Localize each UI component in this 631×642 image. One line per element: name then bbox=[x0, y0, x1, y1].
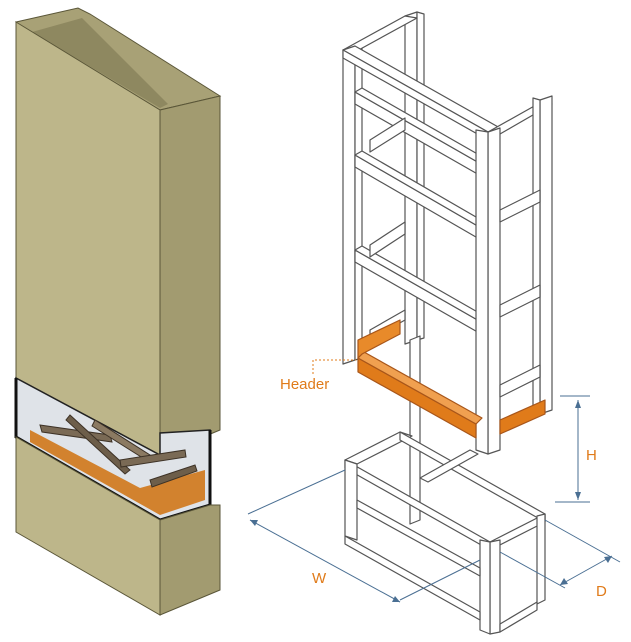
header-label: Header bbox=[280, 376, 330, 393]
base-mid-rail bbox=[419, 449, 479, 483]
base-post-front bbox=[489, 539, 501, 635]
stud-front-left-side bbox=[475, 129, 489, 455]
base-post-front-left bbox=[344, 459, 358, 541]
base-bottom-right bbox=[499, 601, 538, 633]
header-beam-left bbox=[357, 319, 401, 359]
stud-back-center bbox=[409, 335, 421, 525]
base-post-right bbox=[536, 513, 546, 605]
stud-front-right bbox=[539, 95, 553, 415]
base-inner-rail bbox=[356, 499, 481, 577]
depth-dimension-line bbox=[559, 555, 613, 586]
back-brace-2 bbox=[369, 221, 406, 258]
side-brace-1 bbox=[499, 189, 541, 223]
back-brace-1 bbox=[369, 117, 406, 153]
firebox-ember-bed bbox=[30, 430, 205, 515]
width-dimension-line bbox=[249, 519, 401, 603]
brace-3-top bbox=[354, 245, 496, 327]
header-leader-line bbox=[312, 359, 356, 374]
framing-structure-illustration bbox=[342, 11, 553, 635]
side-brace-3 bbox=[499, 364, 541, 398]
depth-label: D bbox=[596, 583, 607, 600]
base-bottom-front bbox=[344, 535, 481, 621]
enclosure-side-face-upper bbox=[159, 95, 221, 456]
dimension-lines bbox=[247, 359, 621, 603]
firebox-logs bbox=[39, 414, 198, 488]
side-brace-2 bbox=[499, 284, 541, 318]
enclosure-side-face-lower bbox=[159, 504, 221, 616]
enclosure-top-inner bbox=[32, 18, 168, 108]
base-post-front-side bbox=[479, 539, 491, 635]
width-label: W bbox=[312, 570, 327, 587]
stud-front-left bbox=[487, 127, 501, 455]
header-beam-right bbox=[499, 399, 546, 435]
height-label: H bbox=[586, 447, 597, 464]
stud-back-left bbox=[342, 45, 356, 365]
finished-fireplace-illustration bbox=[14, 7, 222, 616]
